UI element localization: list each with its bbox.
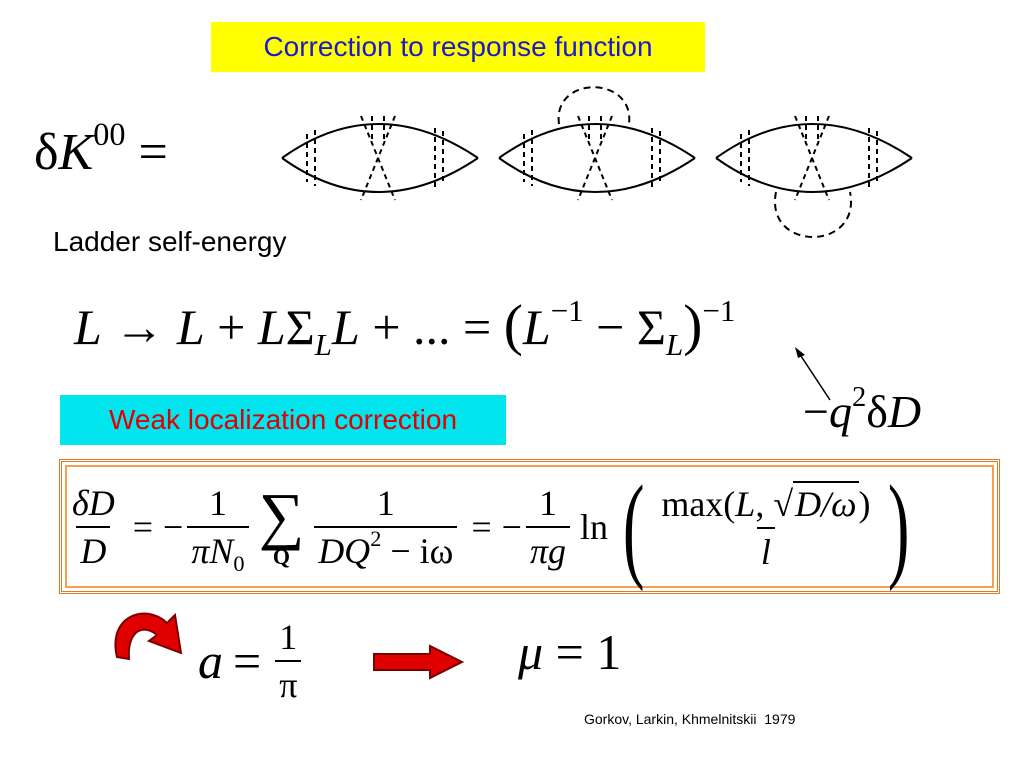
max-function: max( — [661, 484, 736, 524]
i-omega-term: − iω — [381, 531, 454, 571]
a-equation: a = 1 π — [198, 616, 305, 706]
prefactor-fraction: 1 πN0 — [187, 482, 249, 574]
equals-sign: = — [463, 299, 492, 355]
summation-index: Q — [272, 544, 290, 569]
ellipsis: ... — [413, 299, 451, 355]
delta-symbol: δ — [34, 124, 59, 181]
comma: , — [755, 484, 765, 524]
right-paren: ) — [683, 294, 703, 357]
l-var: L — [522, 299, 551, 355]
ln-function: ln — [580, 507, 609, 547]
pi-g-fraction: 1 πg — [525, 482, 571, 572]
sigma-subscript: L — [665, 326, 684, 362]
equals-sign: = — [132, 507, 154, 547]
inverse-exponent: −1 — [702, 292, 736, 328]
lhs-denominator: D — [76, 526, 111, 572]
summation-symbol: ∑ — [258, 480, 305, 551]
ladder-label: Ladder self-energy — [53, 226, 287, 257]
log-argument-fraction: max(L, √D/ω) l — [657, 481, 874, 573]
plus-sign: + — [372, 299, 401, 355]
numerator-one: 1 — [279, 617, 298, 657]
numerator-one: 1 — [208, 483, 227, 523]
sqrt-body: D/ω — [793, 481, 859, 525]
numerator-one: 1 — [538, 483, 557, 523]
summation: ∑ Q — [258, 480, 305, 569]
dq-term: DQ — [318, 531, 371, 571]
diagram-2 — [498, 86, 696, 201]
equals-sign: = — [138, 124, 168, 181]
citation: Gorkov, Larkin, Khmelnitskii 1979 — [584, 711, 796, 727]
weak-localization-label: Weak localization correction — [60, 395, 506, 445]
q2-delta-d-expression: −q2δD — [803, 382, 921, 442]
diagram-3 — [715, 115, 913, 238]
curved-red-arrow-icon — [114, 612, 183, 661]
ladder-equation: L → L + LΣLL + ... = (L−1 − ΣL)−1 — [74, 286, 735, 367]
numerator-one: 1 — [376, 483, 395, 523]
weak-localization-equation: δD D = − 1 πN0 ∑ Q 1 DQ2 − iω = − 1 πg l… — [64, 466, 994, 588]
big-left-paren: ( — [622, 461, 645, 592]
equals-sign: = — [233, 633, 262, 689]
d-var: D — [887, 386, 922, 437]
minus-sign: − — [803, 386, 829, 437]
mean-free-path: l — [756, 527, 775, 573]
pi-denominator: π — [275, 660, 302, 706]
delta-symbol: δ — [866, 386, 888, 437]
mu-var: μ — [518, 624, 544, 680]
minus-sign: − — [596, 299, 625, 355]
k-var: K — [58, 124, 94, 181]
right-arrow-icon — [373, 644, 464, 680]
l-var: L — [176, 299, 205, 355]
pointer-arrow-icon — [795, 347, 831, 401]
inverse-exponent: −1 — [550, 292, 584, 328]
l-var: L — [735, 484, 756, 524]
slide-title: Correction to response function — [211, 22, 705, 72]
square-root: √D/ω — [773, 481, 859, 525]
mu-value: 1 — [596, 624, 622, 680]
mu-equation: μ = 1 — [518, 616, 621, 688]
pi-g-denominator: πg — [525, 526, 571, 572]
n-subscript: 0 — [233, 550, 245, 576]
q-var: q — [828, 386, 852, 437]
lhs-numerator: δD — [72, 483, 115, 523]
arrow-symbol: → — [114, 299, 165, 355]
left-paren: ( — [503, 294, 523, 357]
propagator-fraction: 1 DQ2 − iω — [314, 482, 458, 572]
l-var: L — [257, 299, 286, 355]
lhs-fraction: δD D — [68, 482, 119, 572]
q-superscript: 2 — [370, 526, 382, 552]
k-superscript: 00 — [93, 115, 126, 152]
feynman-diagrams — [281, 86, 913, 238]
equals-sign: = — [555, 624, 584, 680]
sigma-symbol: Σ — [285, 299, 315, 355]
plus-sign: + — [217, 299, 246, 355]
minus-sign: − — [163, 507, 184, 547]
diagram-1 — [281, 115, 479, 201]
sigma-symbol: Σ — [636, 299, 666, 355]
pi-n-denominator: πN — [191, 531, 234, 571]
sigma-subscript: L — [314, 326, 332, 362]
l-var: L — [332, 299, 360, 355]
one-over-pi: 1 π — [275, 616, 302, 706]
big-right-paren: ) — [887, 461, 909, 592]
l-var: L — [74, 299, 102, 355]
minus-sign: − — [501, 507, 522, 547]
q-superscript: 2 — [851, 381, 867, 413]
equals-sign: = — [471, 507, 492, 547]
delta-k-equation: δK00 = — [34, 118, 168, 188]
max-close-paren: ) — [858, 484, 871, 524]
a-var: a — [198, 633, 223, 689]
